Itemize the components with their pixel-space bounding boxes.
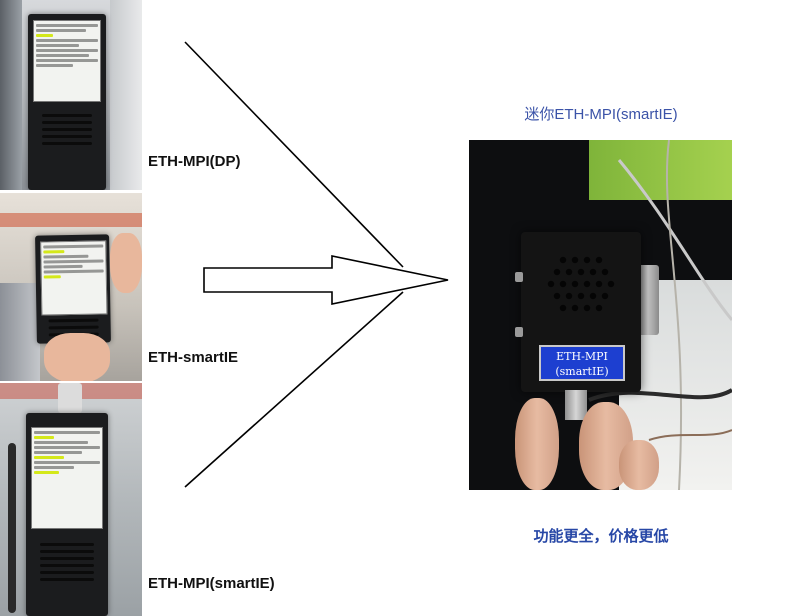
cable — [8, 443, 16, 613]
device-vents — [40, 543, 94, 585]
screw — [515, 327, 523, 337]
rail — [0, 283, 40, 381]
lcd-line-1: ETH-MPI — [556, 350, 608, 363]
device-screen — [31, 427, 103, 529]
device-screen — [33, 20, 101, 102]
device-lcd-screen: ETH-MPI (smartIE) — [539, 345, 625, 381]
upper-converge-line — [184, 41, 404, 268]
cable-bundle — [0, 0, 22, 190]
finger — [515, 398, 559, 490]
finger — [619, 440, 659, 490]
cable — [0, 213, 142, 227]
speaker-grille-icon — [547, 256, 615, 312]
rj45-connector — [565, 390, 587, 420]
hollow-arrow-icon — [203, 255, 449, 305]
screw — [515, 272, 523, 282]
product-photo-eth-mpi-smartie — [0, 383, 142, 616]
product-label-eth-mpi-dp: ETH-MPI(DP) — [148, 153, 241, 170]
background-green — [589, 140, 732, 200]
product-photo-eth-smartie — [0, 193, 142, 381]
product-label-eth-mpi-smartie: ETH-MPI(smartIE) — [148, 575, 275, 592]
rail — [110, 0, 142, 190]
product-label-eth-smartie: ETH-smartIE — [148, 349, 239, 366]
hand — [110, 233, 142, 293]
target-caption: 功能更全，价格更低 — [533, 528, 669, 545]
lower-converge-line — [184, 291, 404, 488]
device-body — [28, 14, 106, 190]
device-vents — [42, 114, 92, 149]
rj45-connector — [58, 383, 82, 413]
background-cables — [588, 140, 732, 490]
target-title: 迷你ETH-MPI(smartIE) — [524, 106, 678, 123]
target-product-photo: ETH-MPI (smartIE) — [469, 140, 732, 490]
product-photo-eth-mpi-dp — [0, 0, 142, 190]
hand — [44, 333, 110, 381]
db9-connector — [637, 265, 659, 335]
device-body — [26, 413, 108, 616]
lcd-line-2: (smartIE) — [555, 365, 609, 378]
